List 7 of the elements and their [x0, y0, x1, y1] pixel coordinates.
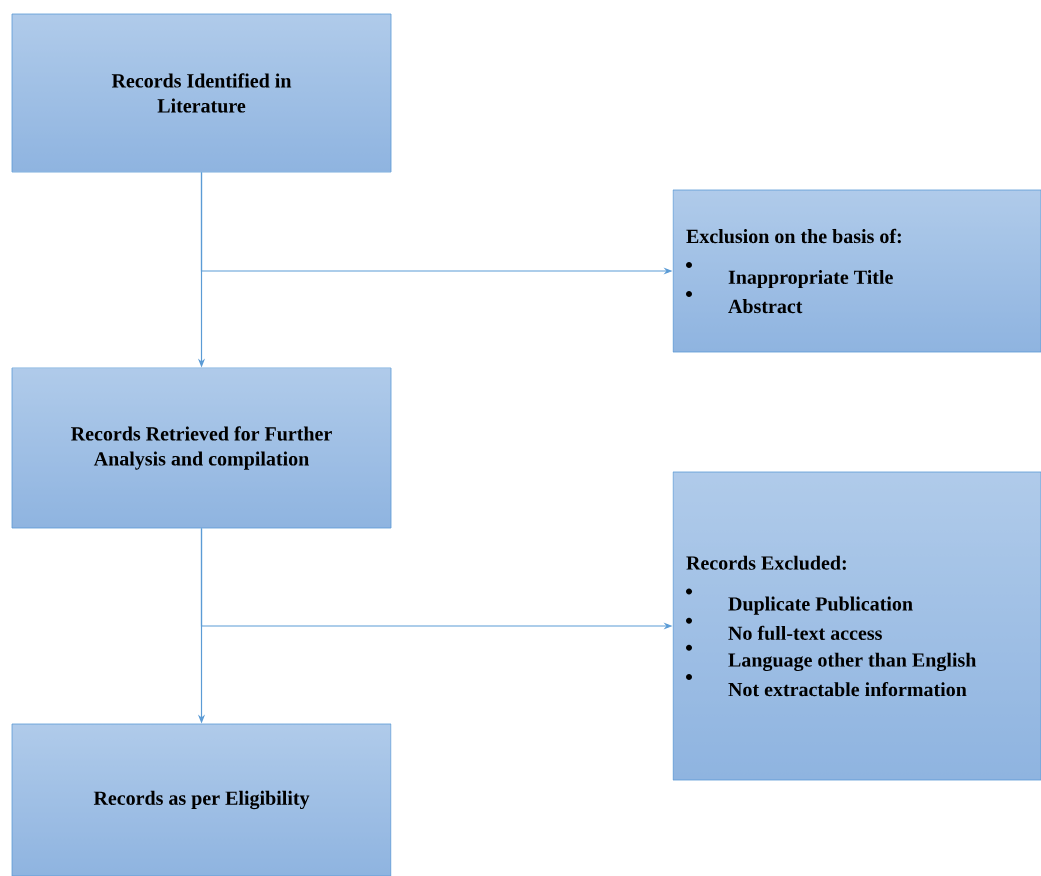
list-box: Exclusion on the basis of: Inappropriate Title Abstract — [672, 189, 1041, 353]
list-box: Records Excluded: Duplicate Publication No full-text access Language other than English Not extractable information — [672, 471, 1041, 781]
process-box: Records Identified in Literature — [11, 13, 392, 173]
process-box: Records as per Eligibility — [11, 723, 392, 876]
heading: Exclusion on the basis of: — [686, 228, 901, 244]
process-box: Records Retrieved for Further Analysis and compilation — [11, 367, 392, 529]
heading: Records Excluded: — [686, 555, 846, 570]
